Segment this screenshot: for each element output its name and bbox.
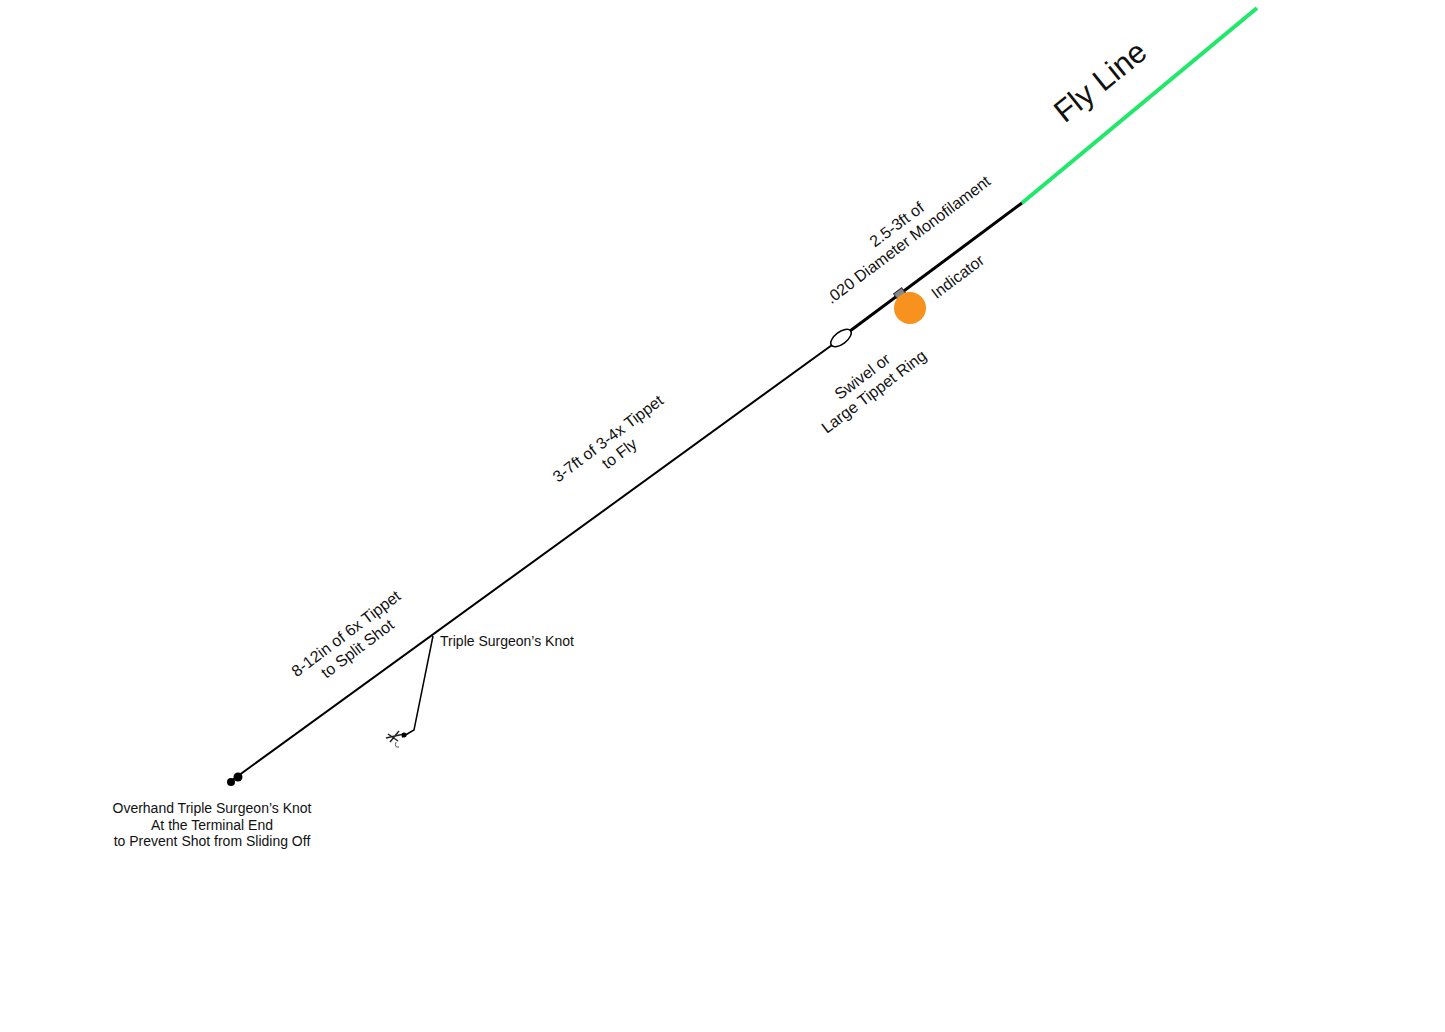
text-line: Triple Surgeon’s Knot (440, 633, 574, 650)
dropper-line (402, 636, 433, 737)
text-line: At the Terminal End (113, 817, 312, 834)
fly-line (1022, 8, 1257, 203)
indicator-ball (894, 292, 926, 324)
split-shot (234, 773, 243, 782)
text-line: .020 Diameter Monofilament (822, 172, 994, 308)
text-line: to Prevent Shot from Sliding Off (113, 833, 312, 850)
swivel-ring (828, 326, 854, 350)
section-dimension: 3-7ft of 3-4x Tippet to Fly (549, 391, 679, 502)
part-name: Swivel or Large Tippet Ring (806, 331, 930, 438)
text-line: Overhand Triple Surgeon’s Knot (113, 800, 312, 817)
section-dimension: 2.5-3ft of .020 Diameter Monofilament (810, 156, 994, 308)
line-name: Fly Line (1046, 33, 1154, 130)
tippet-line (231, 345, 832, 781)
text-line: Indicator (928, 251, 989, 303)
part-name: Indicator (928, 251, 989, 303)
terminal-knot (227, 778, 235, 786)
text-line: Fly Line (1046, 33, 1154, 130)
section-dimension: 8-12in of 6x Tippet to Split Shot (288, 586, 416, 696)
knot-name: Triple Surgeon’s Knot (440, 633, 574, 650)
note: Overhand Triple Surgeon’s Knot At the Te… (113, 800, 312, 850)
fly-symbol (386, 731, 407, 747)
